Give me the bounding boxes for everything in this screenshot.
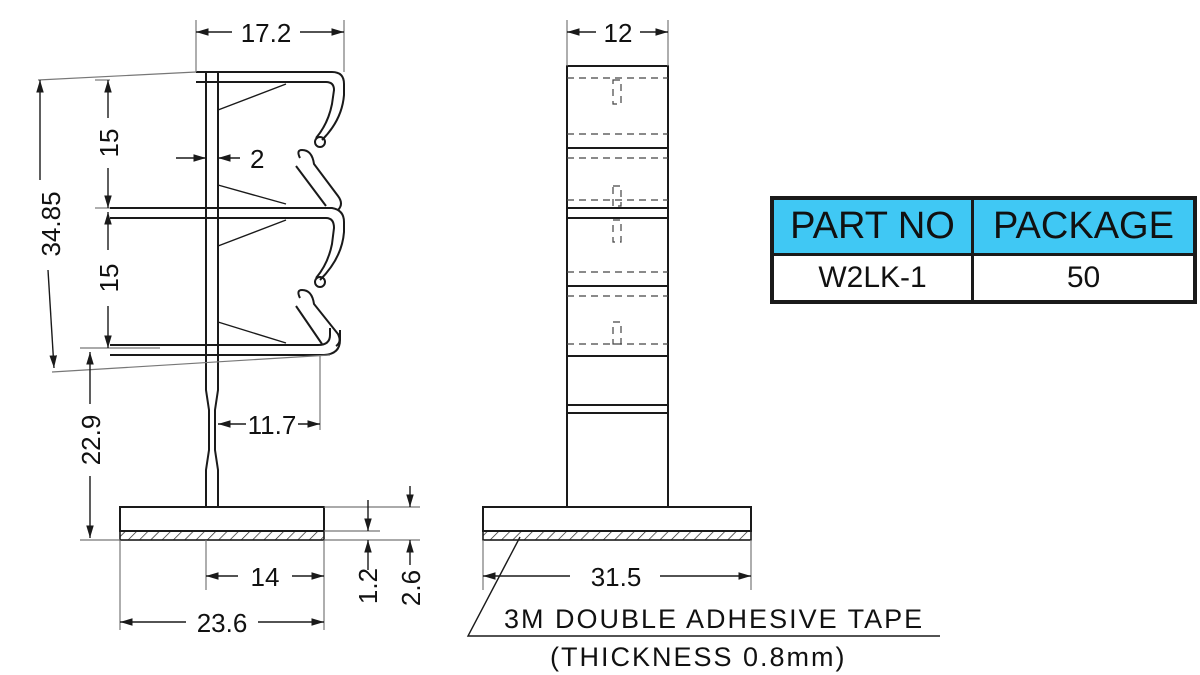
table-cell-part-no-value: W2LK-1: [818, 261, 927, 294]
front-base-plate: [119, 506, 325, 532]
tape-note-line2: (THICKNESS 0.8mm): [550, 642, 847, 672]
dim-total-height: 34.85: [36, 191, 66, 256]
front-top-bar: [196, 71, 345, 141]
side-body-lines: [567, 77, 668, 414]
dim-slot-upper: 15: [94, 129, 124, 158]
side-tape-layer: [482, 530, 752, 541]
front-upper-hook: [295, 148, 342, 211]
dim-stem-height: 22.9: [76, 415, 106, 466]
dim-tape-thickness: 1.2: [353, 568, 383, 604]
dim-side-width: 12: [604, 18, 633, 48]
dim-side-base: 31.5: [591, 562, 642, 592]
dim-wall-thickness: 2: [250, 144, 264, 174]
dim-width-top: 17.2: [241, 18, 292, 48]
dim-slot-lower: 15: [94, 264, 124, 293]
tape-leader: [466, 536, 940, 637]
table-header-package-label: PACKAGE: [993, 205, 1174, 247]
front-middle-bar: [110, 207, 345, 281]
side-slots: [612, 79, 622, 345]
front-tape-layer: [119, 530, 325, 541]
dim-offset: 11.7: [248, 410, 297, 440]
table-header-package: PACKAGE: [974, 200, 1193, 256]
table-cell-part-no: W2LK-1: [774, 256, 974, 300]
front-lower-latch: [314, 276, 326, 288]
tape-note-line1: 3M DOUBLE ADHESIVE TAPE: [504, 604, 924, 634]
dim-base-thickness: 2.6: [396, 570, 426, 606]
front-ribs: [217, 83, 287, 344]
part-table: PART NO PACKAGE W2LK-1 50: [770, 196, 1197, 304]
side-view: 12 31.5 3M DOUBLE ADHESIVE TAPE (THICKNE…: [466, 18, 940, 672]
dim-base-inner: 14: [251, 562, 280, 592]
table-header-part-no: PART NO: [774, 200, 974, 256]
front-lower-hook: [295, 288, 341, 347]
front-bottom-bar: [110, 328, 341, 356]
side-base-plate: [482, 506, 752, 532]
dim-base-width: 23.6: [197, 608, 248, 638]
front-upper-latch: [314, 136, 326, 148]
table-header-part-no-label: PART NO: [790, 205, 955, 247]
front-stem: [205, 72, 219, 507]
table-cell-package: 50: [974, 256, 1193, 300]
front-view: 17.2 34.85 15 15 2 22.9 11.7 14 23.6 1.2…: [36, 18, 426, 638]
table-cell-package-value: 50: [1066, 261, 1101, 294]
